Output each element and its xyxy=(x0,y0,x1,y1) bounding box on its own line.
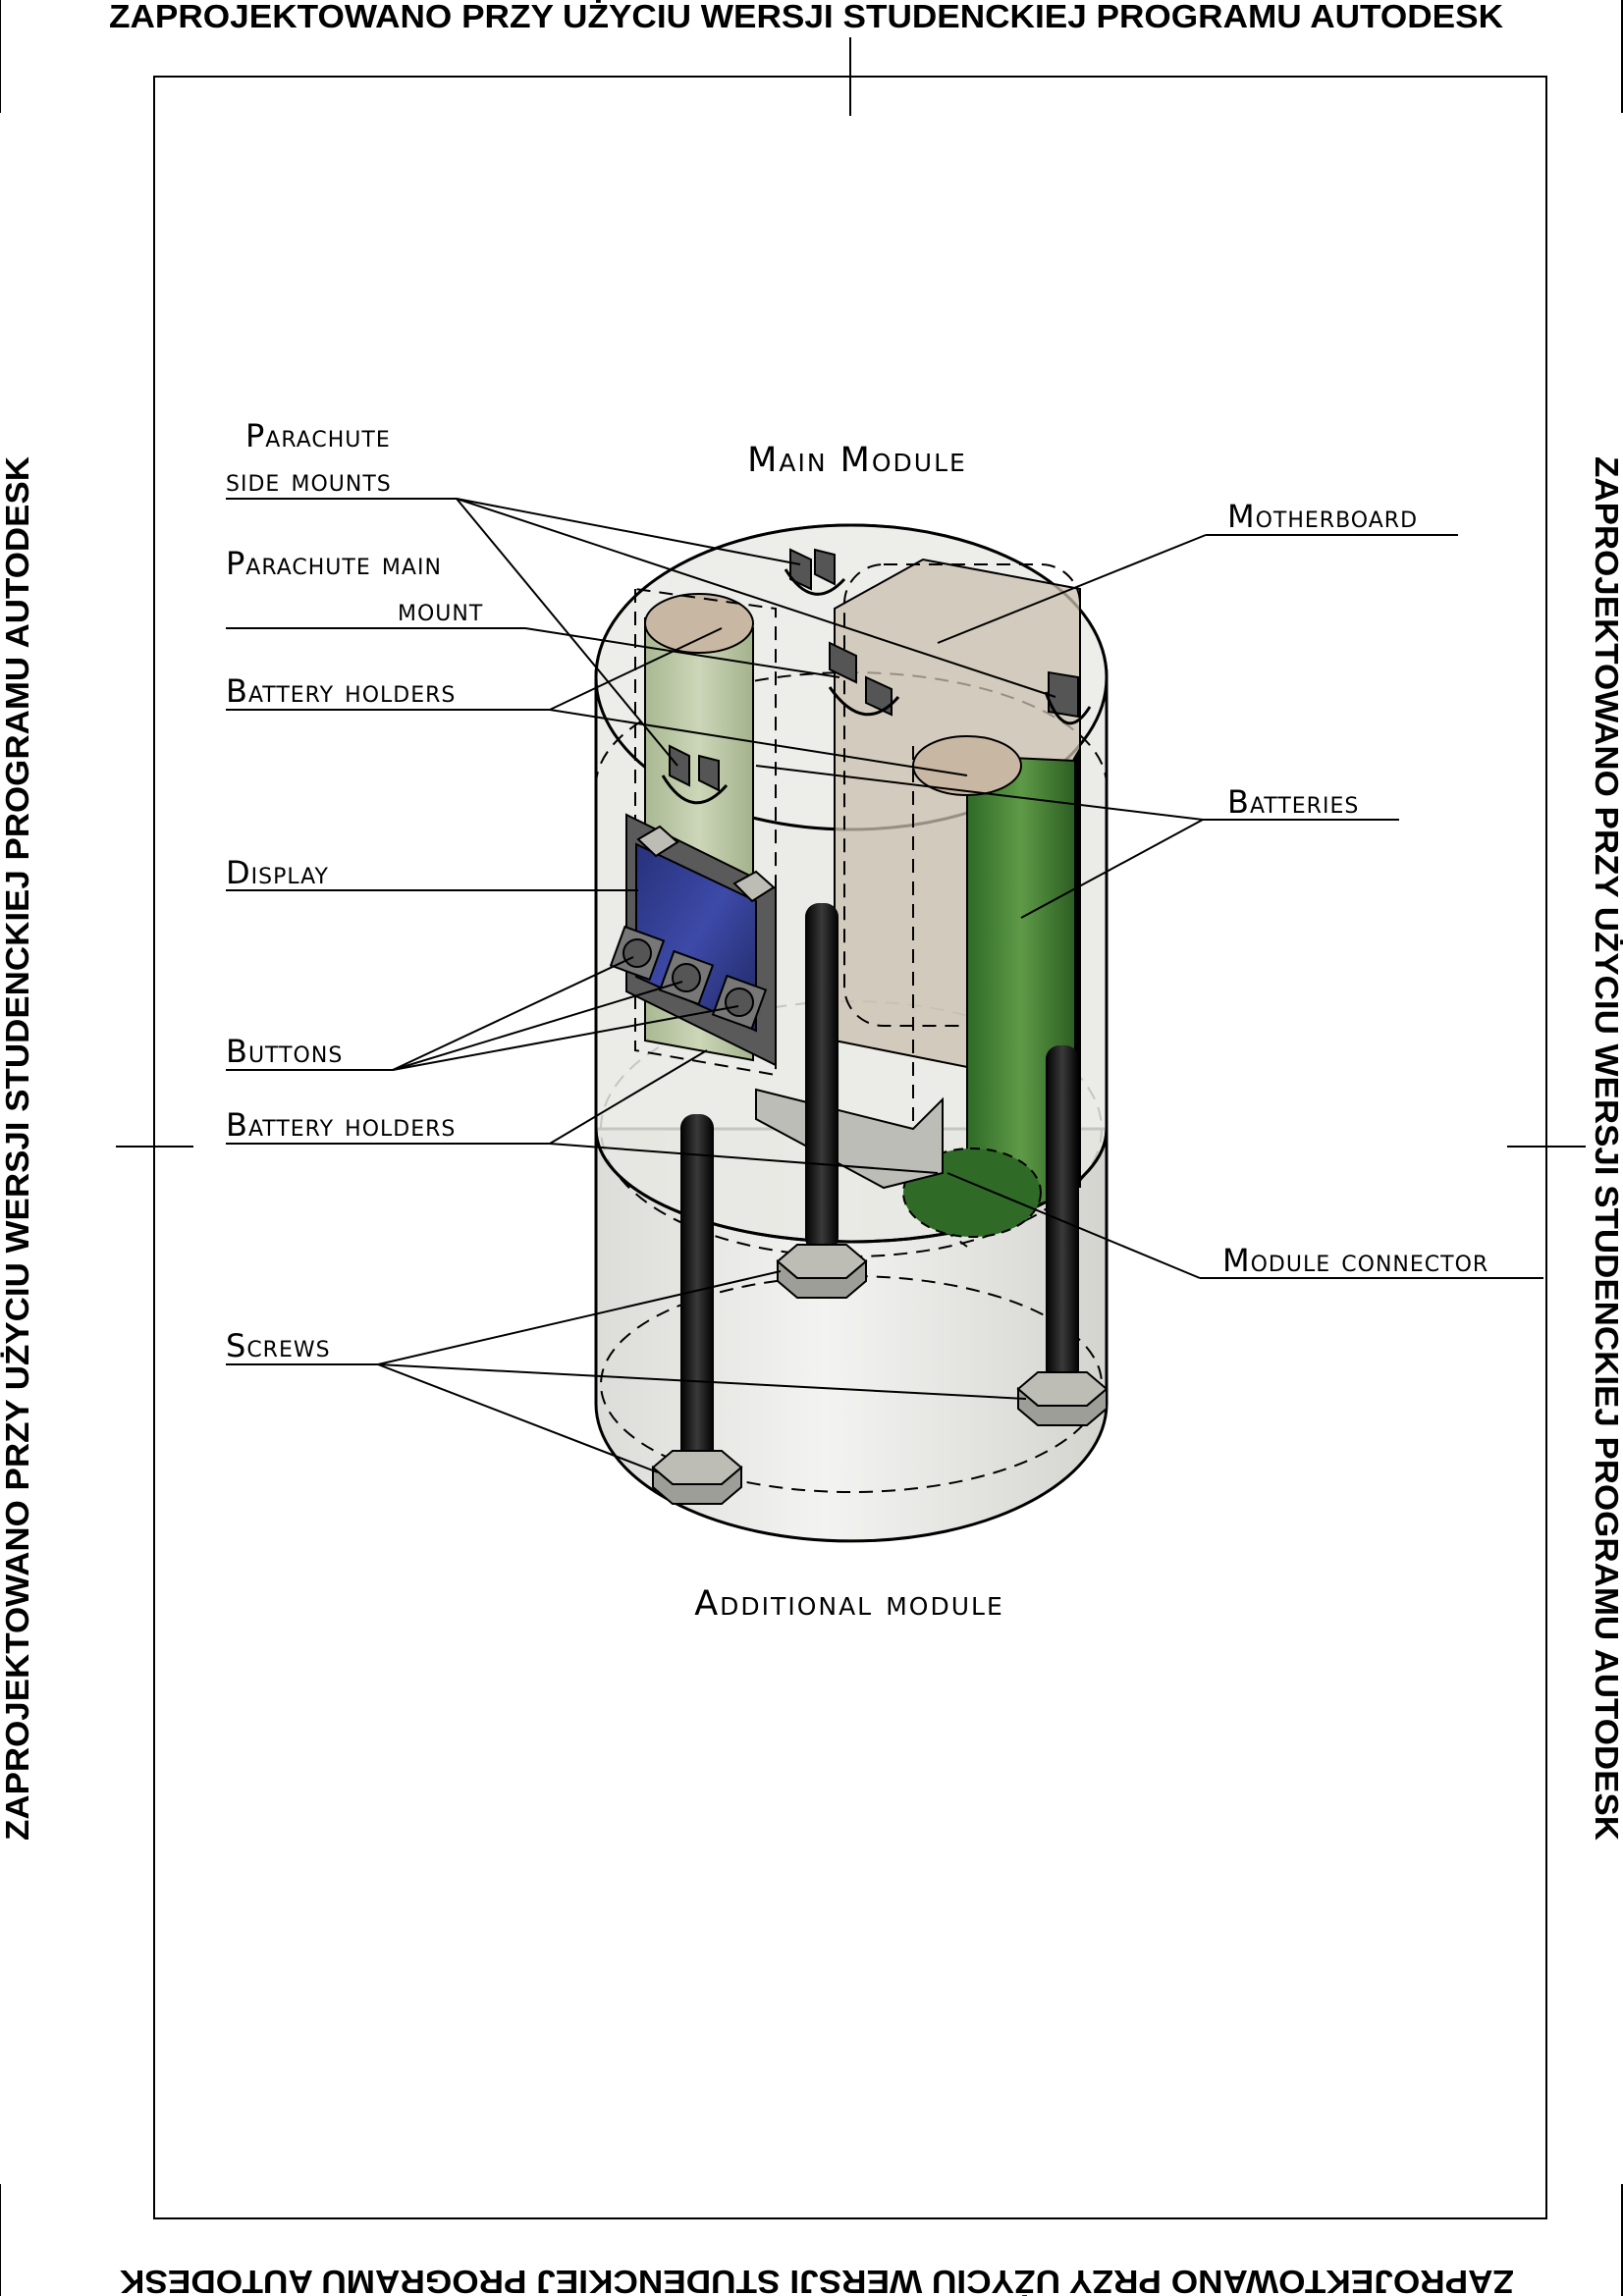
callout-screws: Screws xyxy=(226,1270,1027,1473)
screw-right xyxy=(1016,1045,1109,1426)
label-batteries: Batteries xyxy=(1227,783,1359,821)
parachute-side-mount-left xyxy=(661,744,729,805)
title-main-module: Main Module xyxy=(747,441,967,480)
label-parachute-side-line2: side mounts xyxy=(226,461,392,499)
module-connector xyxy=(755,1088,944,1190)
parachute-side-mount-top xyxy=(784,548,846,596)
label-motherboard: Motherboard xyxy=(1227,498,1418,535)
watermark-bottom: ZAPROJEKTOWANO PRZY UŻYCIU WERSJI STUDEN… xyxy=(120,2264,1514,2296)
callout-battery-holders-top: Battery holders xyxy=(226,627,968,776)
label-module-connector: Module connector xyxy=(1222,1242,1488,1279)
callout-buttons: Buttons xyxy=(226,956,739,1071)
label-parachute-main-line2: mount xyxy=(398,591,483,628)
device-assembly xyxy=(594,523,1109,1543)
parachute-main-mount xyxy=(828,641,900,717)
label-battery-holders-bottom: Battery holders xyxy=(226,1106,456,1144)
callout-motherboard: Motherboard xyxy=(937,498,1458,644)
callout-batteries: Batteries xyxy=(755,765,1399,919)
callout-module-connector: Module connector xyxy=(947,1172,1543,1279)
parachute-side-mount-right xyxy=(1044,670,1092,725)
label-parachute-main-line1: Parachute main xyxy=(226,545,442,582)
label-display: Display xyxy=(226,854,329,891)
callout-battery-holders-bottom: Battery holders xyxy=(226,1049,939,1174)
callout-display: Display xyxy=(226,854,638,891)
screw-left xyxy=(651,1114,743,1505)
label-parachute-side-line1: Parachute xyxy=(245,417,391,454)
watermark-left: ZAPROJEKTOWANO PRZY UŻYCIU WERSJI STUDEN… xyxy=(0,456,35,1841)
watermark-top: ZAPROJEKTOWANO PRZY UŻYCIU WERSJI STUDEN… xyxy=(109,0,1503,34)
label-screws: Screws xyxy=(226,1327,331,1364)
label-battery-holders-top: Battery holders xyxy=(226,672,456,710)
callout-parachute-main-mount: Parachute main mount xyxy=(226,545,840,678)
title-additional-module: Additional module xyxy=(694,1584,1004,1624)
label-buttons: Buttons xyxy=(226,1033,343,1070)
buttons-group xyxy=(609,925,768,1031)
watermark-right: ZAPROJEKTOWANO PRZY UŻYCIU WERSJI STUDEN… xyxy=(1589,456,1623,1841)
callout-parachute-side-mounts: Parachute side mounts xyxy=(226,417,1056,767)
